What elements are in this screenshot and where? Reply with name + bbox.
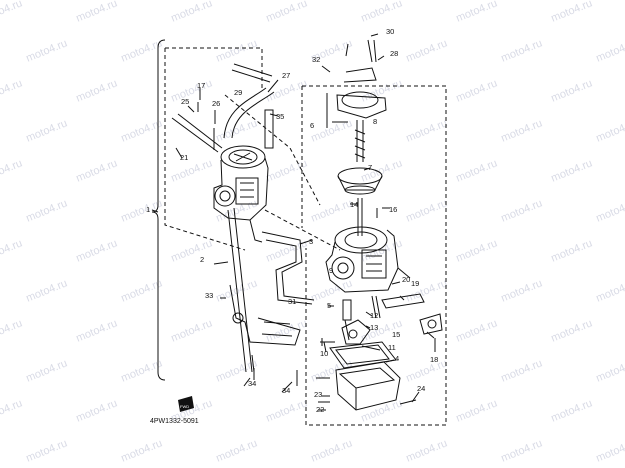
callout-9: 9 [329,266,333,275]
callout-8: 8 [373,117,377,126]
gasket-4 [329,341,397,369]
callout-21: 21 [180,153,188,162]
callout-10: 10 [320,349,328,358]
callout-11: 11 [388,343,396,352]
callout-20: 20 [402,275,410,284]
callout-3: 3 [309,237,313,246]
callout-16: 16 [389,205,397,214]
callout-5: 5 [327,301,331,310]
float-bowl [335,361,401,411]
callout-30: 30 [386,27,394,36]
assembly-bracket [151,39,166,381]
callout-32: 32 [312,55,320,64]
callout-1: 1 [146,205,150,214]
callout-22: 22 [316,405,324,414]
part-number-callouts: 1234567891011121314151617181920212223242… [146,27,438,414]
callout-25: 25 [181,97,189,106]
carburetor-right [325,226,411,293]
figure-code: 4PW1332-5091 [150,418,199,425]
callout-34: 34 [248,379,256,388]
callout-14: 14 [350,200,358,209]
part-19 [381,293,425,309]
callout-13: 13 [370,323,378,332]
group-box-right [302,85,447,426]
jet-parts [341,295,381,345]
callout-34: 34 [282,386,290,395]
carburetor-left [213,145,269,243]
callout-17: 17 [197,81,205,90]
vacuum-chamber-right [336,39,387,236]
front-marker-label: FWD [180,404,189,409]
callout-24: 24 [417,384,425,393]
callout-2: 2 [200,255,204,264]
throttle-cable-21 [171,113,223,153]
callout-33: 33 [205,291,213,300]
cable-29 [231,63,273,83]
callout-23: 23 [314,390,322,399]
callout-27: 27 [282,71,290,80]
callout-31: 31 [288,297,296,306]
fuel-pipe-31 [261,231,315,305]
group-box-left [165,47,263,90]
callout-7: 7 [368,163,372,172]
hose-29 [223,87,275,139]
callout-35: 35 [276,112,284,121]
callout-15: 15 [392,330,400,339]
callout-26: 26 [212,99,220,108]
callout-28: 28 [390,49,398,58]
front-arrow-icon: FWD [178,396,194,412]
callout-29: 29 [234,88,242,97]
callout-18: 18 [430,355,438,364]
callout-19: 19 [411,279,419,288]
callout-12: 12 [370,311,378,320]
callout-4: 4 [395,354,399,363]
callout-6: 6 [310,121,314,130]
